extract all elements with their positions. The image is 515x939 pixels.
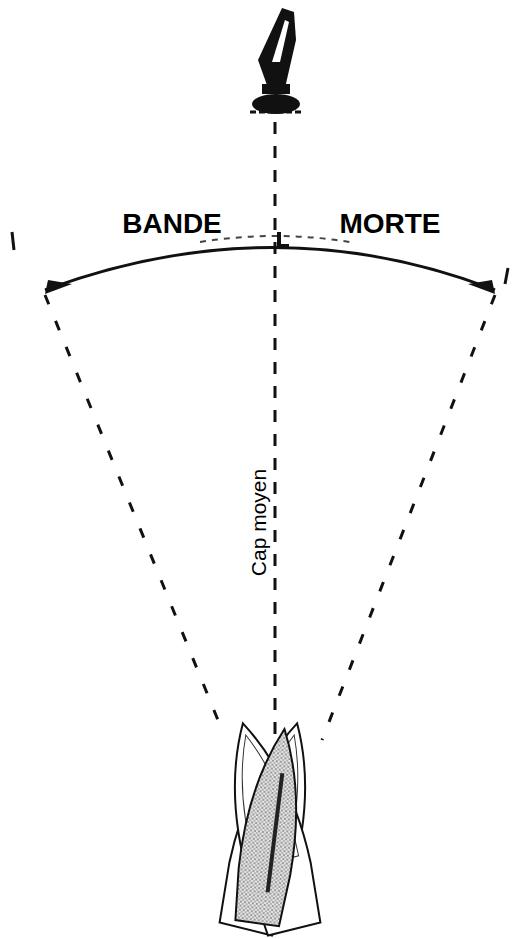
- arc-end-tick: [505, 268, 508, 284]
- sector-line: [45, 295, 222, 730]
- dead-band-arc: [45, 248, 495, 291]
- heading-label: Cap moyen: [246, 464, 271, 579]
- heading-line: [274, 122, 277, 740]
- arc-end-tick: [12, 232, 14, 250]
- boat: [212, 716, 329, 937]
- band-label: BANDE: [122, 210, 222, 238]
- arc-end-mark: [45, 280, 72, 294]
- sector-line: [322, 295, 495, 740]
- buoy: [250, 8, 304, 114]
- band-label: MORTE: [339, 210, 440, 238]
- arc-end-mark: [468, 280, 495, 294]
- centre-tick: [279, 232, 289, 246]
- dead-band-arc-dash: [200, 236, 350, 242]
